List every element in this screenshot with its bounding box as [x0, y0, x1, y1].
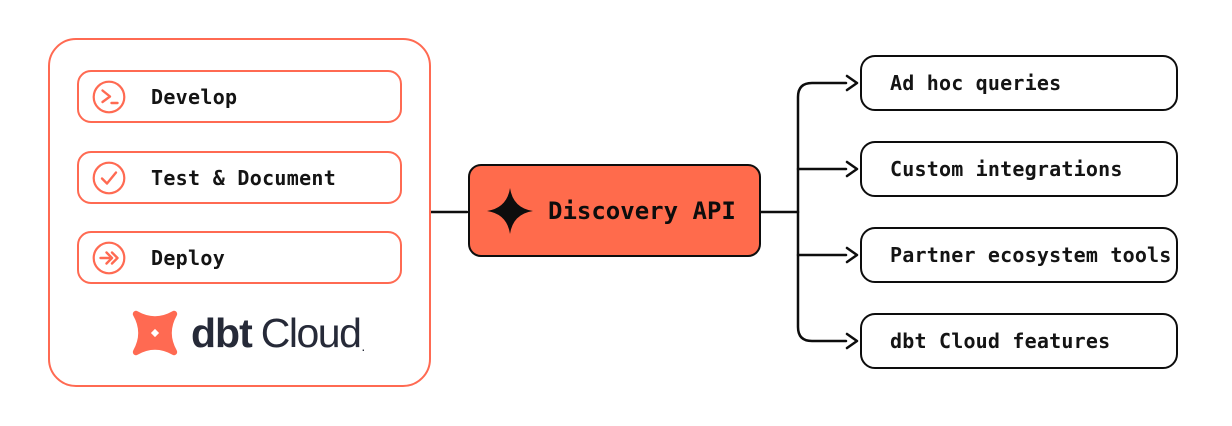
- output-label: Ad hoc queries: [890, 71, 1062, 95]
- output-partner-ecosystem-tools: Partner ecosystem tools: [860, 227, 1178, 283]
- terminal-prompt-icon: [92, 80, 126, 113]
- trunk-line: [796, 81, 848, 343]
- arrowhead-1: [845, 74, 859, 92]
- dbt-logo-mark: [132, 310, 178, 356]
- logo-brand-text: dbt: [191, 309, 253, 356]
- output-ad-hoc-queries: Ad hoc queries: [860, 55, 1178, 111]
- check-circle-icon: [92, 161, 126, 194]
- stage-label: Test & Document: [151, 165, 337, 190]
- deploy-arrows-icon: [92, 241, 126, 274]
- discovery-api-node: Discovery API: [468, 164, 761, 257]
- arrowhead-2: [845, 160, 859, 178]
- output-label: Partner ecosystem tools: [890, 243, 1172, 267]
- stage-label: Develop: [151, 84, 238, 109]
- hub-label: Discovery API: [548, 196, 736, 225]
- output-label: Custom integrations: [890, 157, 1123, 181]
- arrowhead-4: [845, 332, 859, 350]
- stage-develop: Develop: [77, 70, 402, 123]
- stage-deploy: Deploy: [77, 231, 402, 284]
- sparkle-icon: [487, 187, 533, 234]
- logo-trademark-dot: .: [361, 338, 366, 354]
- logo-product-text: Cloud: [260, 309, 362, 356]
- dbt-cloud-logo: dbt Cloud .: [126, 303, 365, 363]
- output-custom-integrations: Custom integrations: [860, 141, 1178, 197]
- arrowhead-3: [845, 246, 859, 264]
- output-dbt-cloud-features: dbt Cloud features: [860, 313, 1178, 369]
- stage-label: Deploy: [151, 245, 226, 270]
- output-label: dbt Cloud features: [890, 329, 1111, 353]
- stage-test-document: Test & Document: [77, 151, 402, 204]
